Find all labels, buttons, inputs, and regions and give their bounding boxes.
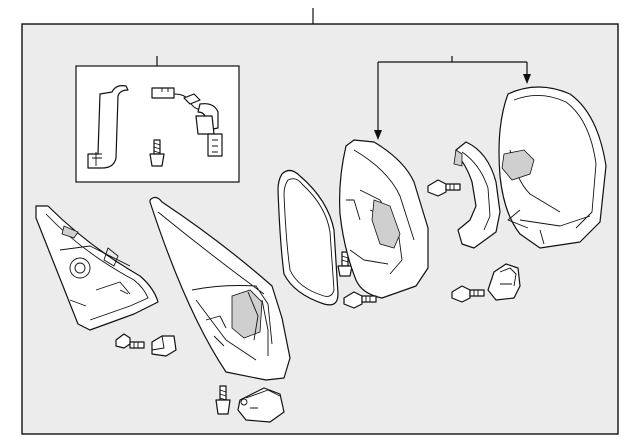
housing-shell-icon[interactable] bbox=[339, 139, 429, 299]
turn-signal-icon[interactable] bbox=[453, 141, 501, 249]
glass-screw-icon[interactable] bbox=[337, 251, 353, 277]
connector-screw-icon[interactable] bbox=[149, 139, 165, 167]
mirror-glass-icon[interactable] bbox=[277, 169, 339, 306]
trim-cover-icon[interactable] bbox=[35, 205, 159, 331]
lower-screw-icon[interactable] bbox=[451, 285, 485, 303]
shell-screw-icon[interactable] bbox=[343, 291, 377, 309]
bracket-icon[interactable] bbox=[487, 263, 521, 301]
wire-harness-inset bbox=[75, 56, 240, 183]
mirror-cap-icon[interactable] bbox=[498, 86, 607, 249]
mirror-base-icon[interactable] bbox=[149, 196, 291, 381]
wire-harness-icon[interactable] bbox=[87, 85, 223, 169]
small-clip-icon[interactable] bbox=[151, 335, 177, 357]
shell-cap-leader bbox=[374, 56, 531, 140]
base-screw-icon[interactable] bbox=[215, 385, 231, 415]
screw-icon[interactable] bbox=[115, 333, 145, 349]
lamp-screw-icon[interactable] bbox=[427, 179, 461, 197]
bracket-cover-icon[interactable] bbox=[237, 387, 285, 423]
